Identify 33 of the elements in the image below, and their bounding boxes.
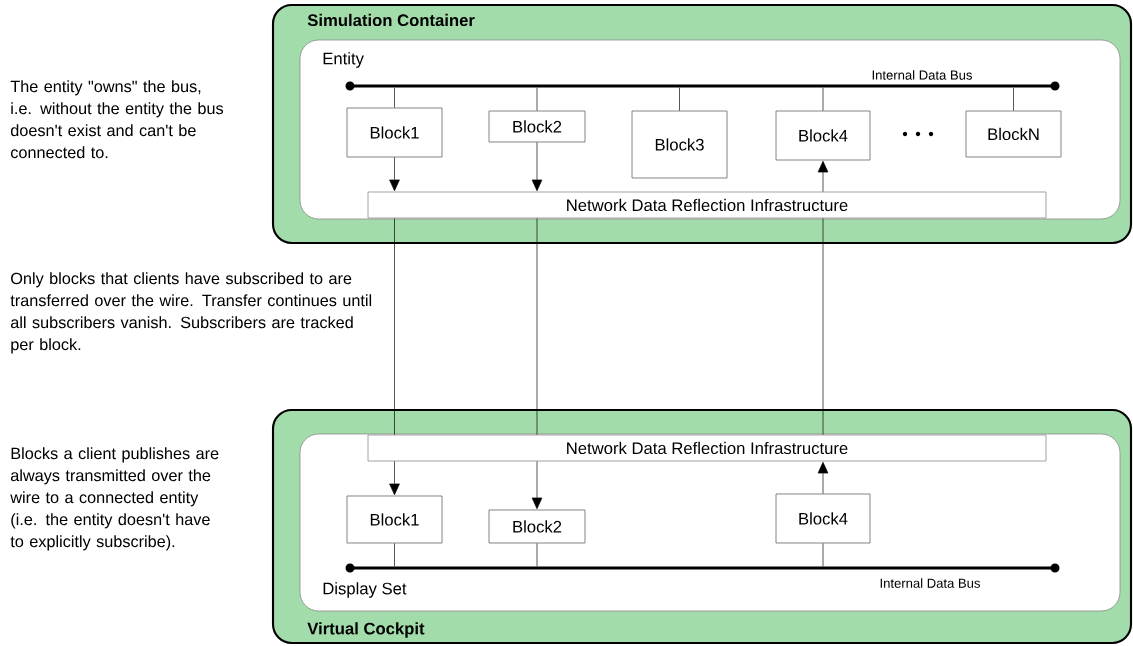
connector-line <box>389 461 400 496</box>
block-box: Block3 <box>631 110 728 179</box>
node-label: Internal Data Bus <box>880 578 980 588</box>
block-box: Block2 <box>488 509 586 544</box>
connector-line <box>817 160 829 192</box>
connector-line <box>822 87 824 111</box>
connector-line <box>389 157 400 192</box>
connector-line <box>531 461 543 510</box>
infrastructure-band: Network Data Reflection Infrastructure <box>367 191 1047 219</box>
connector-line <box>536 543 538 567</box>
block-box: Block1 <box>346 107 443 158</box>
note-text: The entity "owns" the bus, i.e. without the entity the bus doesn't exist and can't be connected to. <box>10 80 224 159</box>
connector-line <box>679 87 680 111</box>
connector-line <box>1013 87 1014 111</box>
connector-line <box>394 87 395 108</box>
connector-line <box>536 87 538 111</box>
connector-line <box>531 142 543 192</box>
connector-line <box>822 218 824 435</box>
connector-line <box>536 218 538 435</box>
connector-line <box>822 543 824 567</box>
note-text: Only blocks that clients have subscribed to are transferred over the wire. Transfer continues until all subscribers vanish. Subscribers are tracked per block. <box>10 272 372 354</box>
block-box: Block4 <box>775 493 871 544</box>
node-label: Internal Data Bus <box>872 70 972 80</box>
connector-line <box>817 461 829 494</box>
block-box: Block4 <box>775 110 871 161</box>
block-box: Block1 <box>346 495 443 544</box>
connector-line <box>394 218 395 435</box>
infrastructure-band: Network Data Reflection Infrastructure <box>367 434 1047 462</box>
note-text: Blocks a client publishes are always transmitted over the wire to a connected entity (i.e. the entity doesn't have to explicitly subscribe). <box>10 447 219 551</box>
block-box: Block2 <box>488 110 586 143</box>
block-box: BlockN <box>965 110 1062 158</box>
connector-line <box>394 543 395 567</box>
data-bus: Internal Data Bus <box>345 70 1060 91</box>
